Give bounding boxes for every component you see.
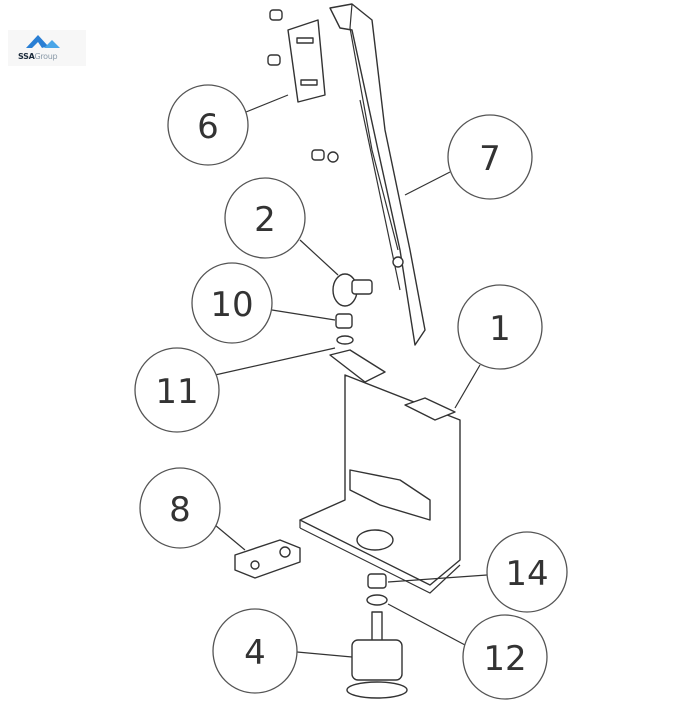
svg-text:6: 6 — [197, 107, 219, 147]
callout-12: 12 — [462, 614, 548, 700]
callout-11: 11 — [134, 347, 220, 433]
part-6-plate — [267, 9, 339, 163]
svg-text:10: 10 — [210, 285, 253, 325]
callout-1: 1 — [457, 284, 543, 370]
part-1-bracket — [299, 349, 461, 594]
part-7-rail — [329, 3, 426, 346]
logo-mark-icon — [26, 35, 60, 48]
callout-7: 7 — [447, 114, 533, 200]
svg-text:2: 2 — [254, 200, 276, 240]
part-10-11-nut-washer — [335, 313, 354, 345]
callout-4: 4 — [212, 608, 298, 694]
part-14-12-4-foot — [346, 573, 408, 699]
ssa-group-logo: SSAGroup — [8, 30, 86, 66]
callout-8: 8 — [139, 467, 221, 549]
svg-text:12: 12 — [483, 639, 526, 679]
svg-text:11: 11 — [155, 372, 198, 412]
logo-text: SSAGroup — [18, 52, 58, 61]
svg-text:4: 4 — [244, 633, 266, 673]
part-2-knob — [332, 273, 373, 307]
leader-lines — [214, 94, 488, 658]
callout-6: 6 — [167, 84, 249, 166]
svg-text:7: 7 — [479, 139, 501, 179]
callout-10: 10 — [191, 262, 273, 344]
svg-text:14: 14 — [505, 554, 548, 594]
callout-14: 14 — [486, 531, 568, 613]
part-8-plate — [234, 539, 301, 579]
svg-text:8: 8 — [169, 490, 191, 530]
callout-2: 2 — [224, 177, 306, 259]
svg-text:1: 1 — [489, 309, 511, 349]
